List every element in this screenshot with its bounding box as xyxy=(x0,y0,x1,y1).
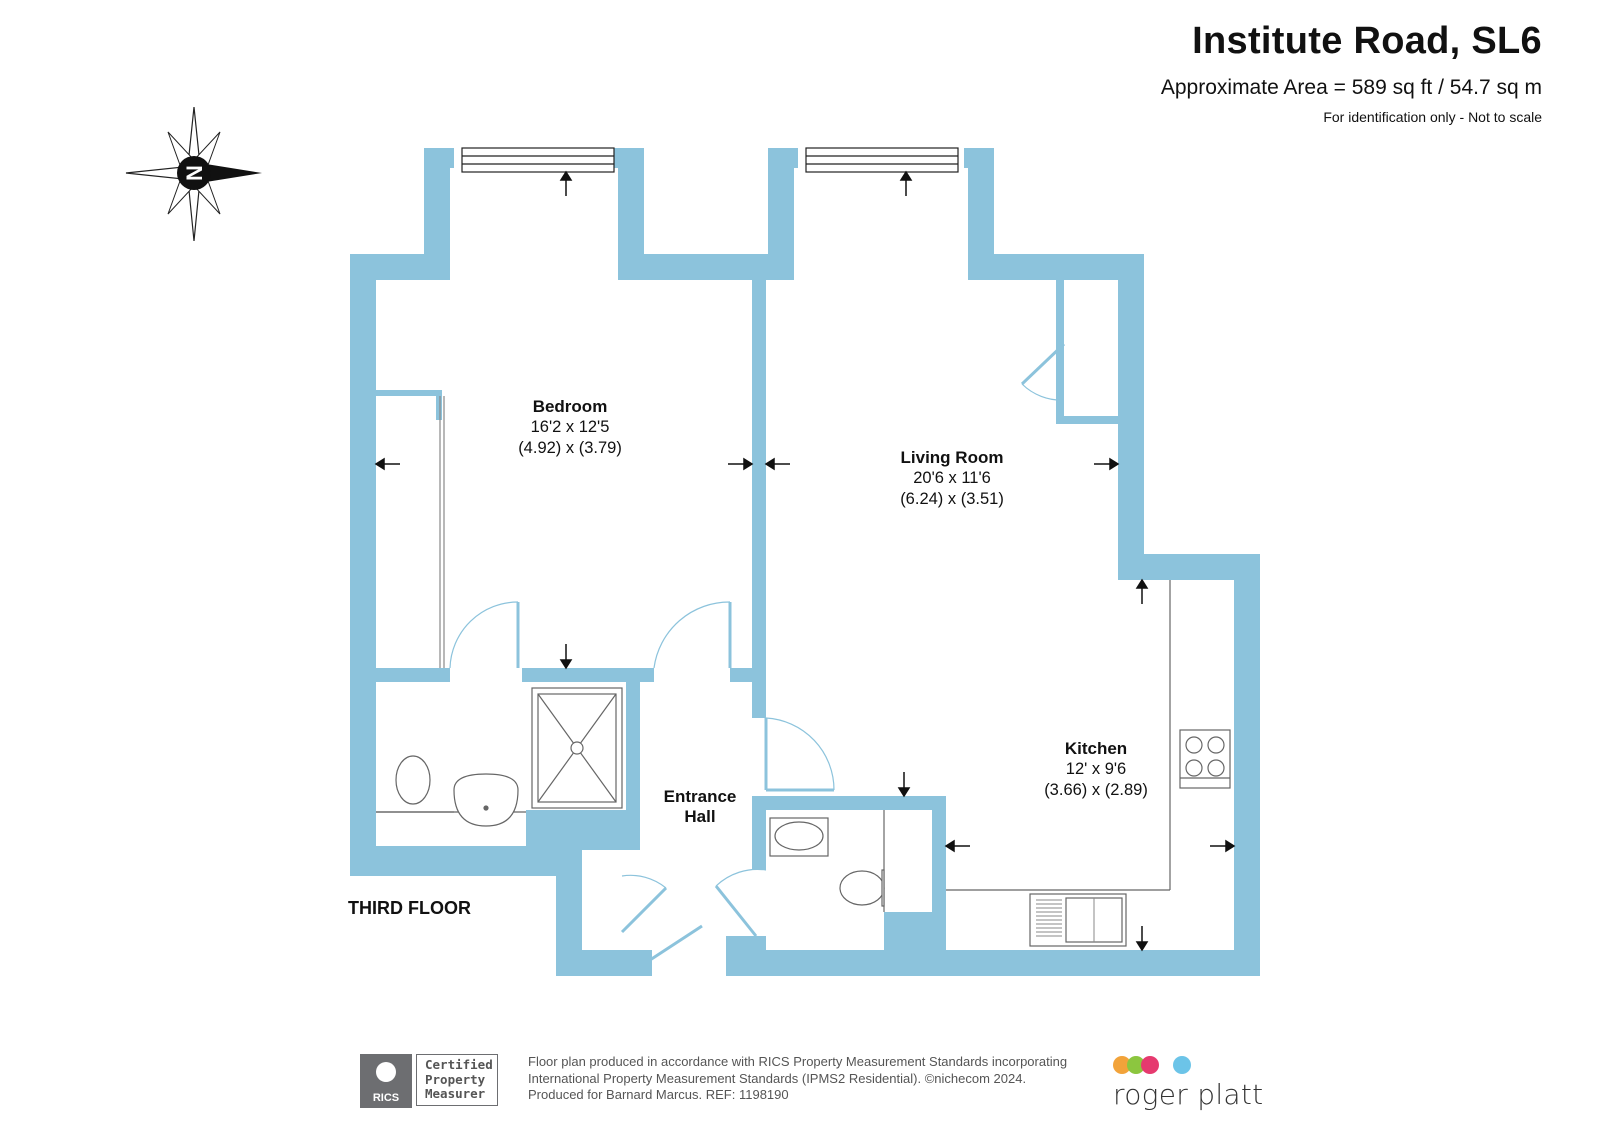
plan-title: Institute Road, SL6 xyxy=(1192,20,1542,62)
rics-logo: RICS xyxy=(360,1054,412,1108)
brand-dot-pink-icon xyxy=(1141,1056,1159,1074)
hob-icon xyxy=(1179,729,1231,789)
rics-emblem-icon xyxy=(376,1062,396,1082)
rics-logo-text: RICS xyxy=(372,1092,400,1104)
disclaimer-line-3: Produced for Barnard Marcus. REF: 119819… xyxy=(528,1087,789,1102)
kitchen-fixtures xyxy=(946,580,1231,947)
basin-icon xyxy=(453,773,519,827)
toilet-icon xyxy=(395,755,431,805)
brand-dot-orange-icon xyxy=(1113,1056,1131,1074)
certified-measurer-badge: Certified Property Measurer xyxy=(416,1054,498,1106)
cert-line-3: Measurer xyxy=(425,1086,486,1101)
brand-name: roger platt xyxy=(1113,1078,1264,1111)
brand-dot-blue-icon xyxy=(1173,1056,1191,1074)
entrance-hall-name-line2: Hall xyxy=(684,807,715,826)
brand-logo: roger platt xyxy=(1113,1054,1263,1114)
entrance-hall-name-line1: Entrance xyxy=(664,787,737,806)
wardrobe xyxy=(439,396,445,668)
brand-dot-green-icon xyxy=(1127,1056,1145,1074)
kitchen-imperial: 12' x 9'6 xyxy=(1066,760,1126,778)
living-room-name: Living Room xyxy=(901,448,1004,467)
bathroom-fixtures xyxy=(376,687,623,827)
approximate-area: Approximate Area = 589 sq ft / 54.7 sq m xyxy=(1160,76,1542,99)
windows xyxy=(461,147,959,173)
living-room-metric: (6.24) x (3.51) xyxy=(900,490,1004,508)
bedroom-imperial: 16'2 x 12'5 xyxy=(531,418,610,436)
floor-label: THIRD FLOOR xyxy=(348,898,471,918)
bedroom-name: Bedroom xyxy=(533,397,608,416)
disclaimer-line-2: International Property Measurement Stand… xyxy=(528,1070,1027,1086)
disclaimer: Floor plan produced in accordance with R… xyxy=(528,1054,1098,1104)
cert-line-1: Certified xyxy=(425,1057,493,1072)
wc-fixtures xyxy=(769,810,885,912)
doors xyxy=(449,342,1066,962)
disclaimer-line-1: Floor plan produced in accordance with R… xyxy=(528,1054,1068,1069)
kitchen-metric: (3.66) x (2.89) xyxy=(1044,781,1148,799)
cert-line-2: Property xyxy=(425,1071,486,1087)
scale-note: For identification only - Not to scale xyxy=(1323,109,1542,125)
living-room-imperial: 20'6 x 11'6 xyxy=(913,469,991,487)
bedroom-metric: (4.92) x (3.79) xyxy=(518,439,622,457)
walls xyxy=(350,148,1260,976)
dimension-arrows xyxy=(374,170,1236,952)
toilet-icon xyxy=(839,870,885,906)
kitchen-name: Kitchen xyxy=(1065,739,1127,758)
footer: RICS Certified Property Measurer Floor p… xyxy=(360,1054,1263,1114)
compass-icon: N xyxy=(125,106,262,242)
compass-letter: N xyxy=(182,165,207,181)
